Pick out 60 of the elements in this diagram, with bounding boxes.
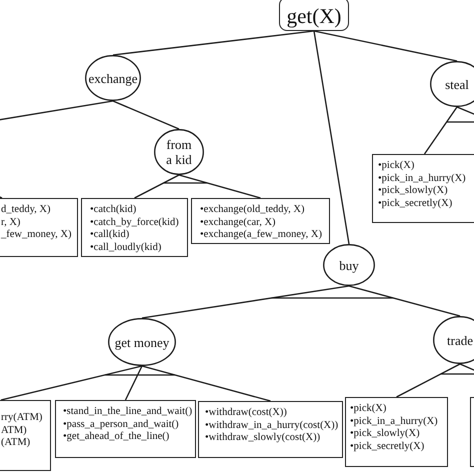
list-item: •pick_slowly(X) xyxy=(350,428,421,440)
list-box xyxy=(198,401,343,458)
list-box xyxy=(0,198,78,257)
list-item: •withdraw_in_a_hurry(cost(X)) xyxy=(205,420,340,432)
connector-line xyxy=(396,363,460,398)
ellipse-node xyxy=(323,244,375,286)
list-item: •pick_secretly(X) xyxy=(378,198,454,210)
list-item: •call(kid) xyxy=(90,229,130,242)
connector-line xyxy=(142,365,271,402)
list-item: (ATM) xyxy=(1,437,32,450)
root-box xyxy=(279,0,349,31)
list-item: •exchange(a_few_money, X) xyxy=(200,229,323,242)
list-item: •pick_in_a_hurry(X) xyxy=(378,172,467,185)
ellipse-node xyxy=(85,55,141,101)
list-item: ATM) xyxy=(1,424,28,437)
list-box xyxy=(55,400,196,458)
connector-line xyxy=(178,174,261,199)
list-box xyxy=(345,397,448,467)
node-label: steal xyxy=(445,76,469,92)
list-item: •pass_a_person_and_wait() xyxy=(63,418,180,431)
connector-line xyxy=(348,285,460,317)
list-item: •stand_in_the_line_and_wait() xyxy=(63,406,194,418)
ellipse-node xyxy=(108,318,176,366)
list-item: •get_ahead_of_the_line() xyxy=(63,431,170,444)
list-item: •pick_slowly(X) xyxy=(378,185,449,198)
list-item: •pick(X) xyxy=(350,403,388,416)
node-label: exchange xyxy=(88,70,138,86)
list-item: •catch(kid) xyxy=(90,204,138,216)
ellipse-node xyxy=(154,129,204,175)
list-item: •withdraw(cost(X)) xyxy=(205,407,288,420)
connector-line xyxy=(313,30,350,244)
list-item: _few_money, X) xyxy=(1,229,72,242)
connector-line xyxy=(142,285,350,319)
list-item: d_teddy, X) xyxy=(1,204,52,216)
node-label: buy xyxy=(339,258,359,272)
connector-line xyxy=(0,365,142,401)
connector-line xyxy=(134,174,180,199)
connector-line xyxy=(112,100,180,130)
node-label: get money xyxy=(114,334,170,350)
node-label: get(X) xyxy=(286,4,342,28)
list-item: •exchange(old_teddy, X) xyxy=(200,204,306,216)
list-box xyxy=(191,198,330,244)
node-label: trade xyxy=(447,332,473,348)
list-item: •pick_in_a_hurry(X) xyxy=(350,416,439,428)
list-item: r, X) xyxy=(1,216,22,229)
connector-line xyxy=(424,106,458,154)
list-item: •call_loudly(kid) xyxy=(90,242,162,254)
list-item: •catch_by_force(kid) xyxy=(90,216,180,229)
list-item: •withdraw_slowly(cost(X)) xyxy=(205,432,322,444)
connector-line xyxy=(314,30,458,62)
list-box xyxy=(372,154,474,223)
list-box xyxy=(81,198,188,257)
list-item: •exchange(car, X) xyxy=(200,216,277,229)
list-box xyxy=(0,400,51,471)
list-item: •pick(X) xyxy=(378,160,416,172)
list-item: rry(ATM) xyxy=(1,412,44,424)
connector-line xyxy=(112,30,314,56)
connector-line xyxy=(124,366,143,400)
list-item: •pick_secretly(X) xyxy=(350,440,426,453)
node-label: from a kid xyxy=(165,137,193,167)
